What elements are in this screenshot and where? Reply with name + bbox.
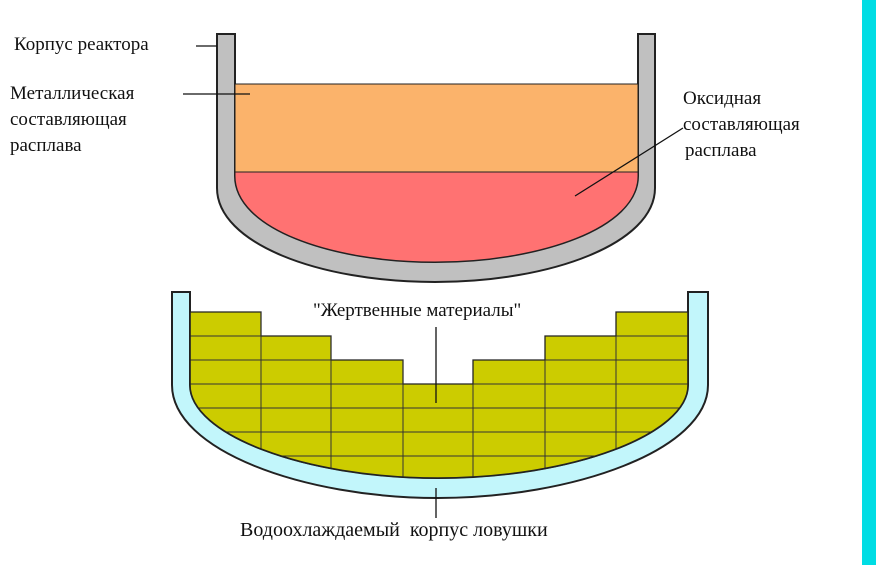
trap-vessel	[171, 291, 709, 500]
leader-lines	[183, 45, 684, 518]
metal-layer	[234, 83, 639, 173]
label-metal-component: Металлическая составляющая расплава	[10, 81, 134, 159]
label-oxide-component: Оксидная составляющая расплава	[683, 86, 800, 164]
label-metal-line-3: расплава	[10, 135, 82, 156]
sacrificial-materials	[190, 311, 688, 478]
label-sacrificial-materials: "Жертвенные материалы"	[313, 300, 522, 321]
reactor-vessel	[216, 33, 656, 284]
label-oxide-line-3: расплава	[685, 140, 757, 161]
label-oxide-line-1: Оксидная	[683, 88, 762, 109]
trap-inner-outline	[189, 292, 689, 479]
label-trap-vessel: Водоохлаждаемый корпус ловушки	[240, 519, 548, 541]
edge-accent-bar	[862, 0, 876, 565]
sacrificial-fill	[190, 311, 688, 478]
label-metal-line-2: составляющая	[10, 109, 127, 130]
leader-oxide	[574, 127, 684, 197]
label-metal-line-1: Металлическая	[10, 83, 135, 104]
label-reactor-vessel: Корпус реактора	[14, 34, 149, 55]
label-oxide-line-2: составляющая	[683, 114, 800, 135]
brick-grid	[190, 312, 688, 478]
oxide-layer	[234, 171, 639, 263]
